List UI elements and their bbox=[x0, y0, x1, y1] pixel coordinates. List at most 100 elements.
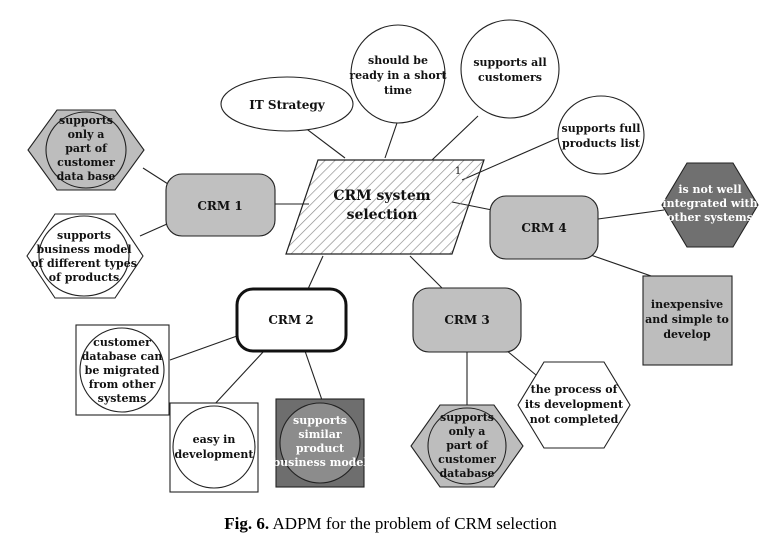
edge-crm2-similar bbox=[304, 350, 323, 401]
center-parallelogram bbox=[285, 159, 485, 255]
crm1-box bbox=[165, 173, 276, 237]
crm3-label: CRM 3 bbox=[444, 313, 489, 327]
crm4-label: CRM 4 bbox=[521, 221, 566, 235]
edge-center-all-customers bbox=[431, 115, 479, 161]
crm3-dev-incomplete-hexagon bbox=[517, 361, 631, 449]
crm1-business-model-line: supports bbox=[57, 229, 111, 242]
crm1-partial-db-line: only a bbox=[68, 128, 105, 141]
node-crm4-inexpensive: inexpensive and simple to develop bbox=[642, 275, 733, 366]
node-crm3: CRM 3 bbox=[412, 287, 522, 353]
crm3-partial-db-circle bbox=[427, 407, 507, 485]
crm1-label: CRM 1 bbox=[197, 199, 242, 213]
crm1-business-model-hexagon bbox=[26, 213, 144, 299]
crm4-box bbox=[489, 195, 599, 260]
crm4-inexpensive-line: and simple to bbox=[645, 313, 729, 326]
supports-full-products-ellipse bbox=[557, 95, 645, 175]
crm2-migrated-line: database can bbox=[82, 350, 163, 363]
crm2-similar-model-line: business model bbox=[272, 456, 367, 469]
figure-caption: Fig. 6. ADPM for the problem of CRM sele… bbox=[0, 514, 781, 534]
edge-crm2-migrated bbox=[169, 335, 238, 361]
crm2-migrated-line: from other bbox=[89, 378, 156, 391]
supports-full-products-line: supports full bbox=[562, 122, 641, 135]
crm2-migrated-circle bbox=[79, 327, 165, 413]
node-crm2-similar-model: supports similar product business model bbox=[272, 398, 368, 488]
crm2-similar-model-line: supports bbox=[293, 414, 347, 427]
crm1-partial-db-line: supports bbox=[59, 114, 113, 127]
crm3-partial-db-line: part of bbox=[446, 439, 489, 452]
crm3-partial-db-line: database bbox=[439, 467, 494, 480]
crm1-partial-db-line: data base bbox=[57, 170, 116, 183]
center-corner-mark: 1 bbox=[455, 166, 461, 177]
crm4-not-integrated-line: integrated with bbox=[662, 197, 757, 210]
crm2-migrated-square bbox=[75, 324, 170, 416]
edge-crm1-partial-db bbox=[142, 167, 169, 185]
node-crm2: CRM 2 bbox=[235, 287, 348, 353]
edge-center-crm2 bbox=[307, 255, 324, 290]
node-ready-short-time: should be ready in a short time bbox=[349, 24, 448, 124]
node-crm4-not-integrated: is not well integrated with other system… bbox=[661, 162, 759, 248]
crm2-easy-dev-line: development bbox=[174, 448, 254, 461]
edge-crm3-dev-incomplete bbox=[505, 349, 537, 376]
crm3-dev-incomplete-line: the process of bbox=[531, 383, 619, 396]
crm1-partial-db-line: customer bbox=[57, 156, 115, 169]
crm4-not-integrated-line: other systems bbox=[667, 211, 753, 224]
crm3-dev-incomplete-line: its development bbox=[525, 398, 624, 411]
crm2-box bbox=[235, 287, 348, 353]
ready-short-time-line: ready in a short bbox=[349, 69, 447, 82]
supports-all-customers-line: customers bbox=[478, 71, 542, 84]
crm2-easy-dev-line: easy in bbox=[193, 433, 236, 446]
crm1-business-model-line: of products bbox=[49, 271, 119, 284]
edge-crm1-business-model bbox=[139, 223, 168, 237]
supports-full-products-line: products list bbox=[562, 137, 641, 150]
crm3-partial-db-line: supports bbox=[440, 411, 494, 424]
crm4-inexpensive-line: develop bbox=[663, 328, 711, 341]
center-title-line2: selection bbox=[347, 207, 418, 223]
node-supports-full-products: supports full products list bbox=[557, 95, 645, 175]
crm2-easy-dev-circle bbox=[172, 405, 256, 489]
it-strategy-label: IT Strategy bbox=[249, 98, 326, 112]
edge-center-crm3 bbox=[409, 255, 443, 289]
node-crm2-easy-dev: easy in development bbox=[169, 402, 259, 493]
crm3-box bbox=[412, 287, 522, 353]
node-crm3-dev-incomplete: the process of its development not compl… bbox=[517, 361, 631, 449]
caption-label: Fig. 6. bbox=[224, 514, 270, 533]
crm1-business-model-line: of different types bbox=[31, 257, 137, 270]
crm3-partial-db-line: customer bbox=[438, 453, 496, 466]
crm3-dev-incomplete-line: not completed bbox=[530, 413, 619, 426]
crm2-migrated-line: customer bbox=[93, 336, 151, 349]
it-strategy-ellipse bbox=[220, 76, 354, 132]
caption-text: ADPM for the problem of CRM selection bbox=[272, 514, 557, 533]
crm2-label: CRM 2 bbox=[268, 313, 313, 327]
crm1-partial-db-line: part of bbox=[65, 142, 108, 155]
crm2-migrated-line: systems bbox=[98, 392, 147, 405]
crm2-migrated-line: be migrated bbox=[85, 364, 160, 377]
ready-short-time-line: should be bbox=[368, 54, 428, 67]
edge-crm4-not-integrated bbox=[597, 209, 665, 220]
crm4-not-integrated-line: is not well bbox=[678, 183, 741, 196]
crm1-partial-db-hexagon bbox=[27, 109, 145, 191]
crm4-inexpensive-square bbox=[642, 275, 733, 366]
node-it-strategy: IT Strategy bbox=[220, 76, 354, 132]
supports-all-customers-ellipse bbox=[460, 19, 560, 119]
edge-crm2-easy-dev bbox=[212, 350, 265, 407]
ready-short-time-ellipse bbox=[350, 24, 446, 124]
node-crm3-partial-db: supports only a part of customer databas… bbox=[410, 404, 524, 488]
ready-short-time-line: time bbox=[384, 84, 412, 97]
node-crm1-business-model: supports business model of different typ… bbox=[26, 213, 144, 299]
center-node: CRM system selection 1 bbox=[285, 159, 485, 255]
crm3-partial-db-hexagon bbox=[410, 404, 524, 488]
edge-crm4-inexpensive bbox=[584, 252, 655, 278]
crm2-similar-model-circle bbox=[279, 402, 361, 484]
crm4-not-integrated-hexagon bbox=[661, 162, 759, 248]
node-crm1-partial-db: supports only a part of customer data ba… bbox=[27, 109, 145, 191]
center-title-line1: CRM system bbox=[333, 188, 430, 204]
node-crm2-migrated: customer database can be migrated from o… bbox=[75, 324, 170, 416]
crm1-business-model-line: business model bbox=[36, 243, 131, 256]
crm1-partial-db-circle bbox=[45, 111, 127, 189]
crm3-partial-db-line: only a bbox=[449, 425, 486, 438]
crm2-similar-model-line: similar bbox=[298, 428, 341, 441]
crm1-business-model-circle bbox=[38, 215, 130, 297]
crm4-inexpensive-line: inexpensive bbox=[651, 298, 723, 311]
node-crm1: CRM 1 bbox=[165, 173, 276, 237]
